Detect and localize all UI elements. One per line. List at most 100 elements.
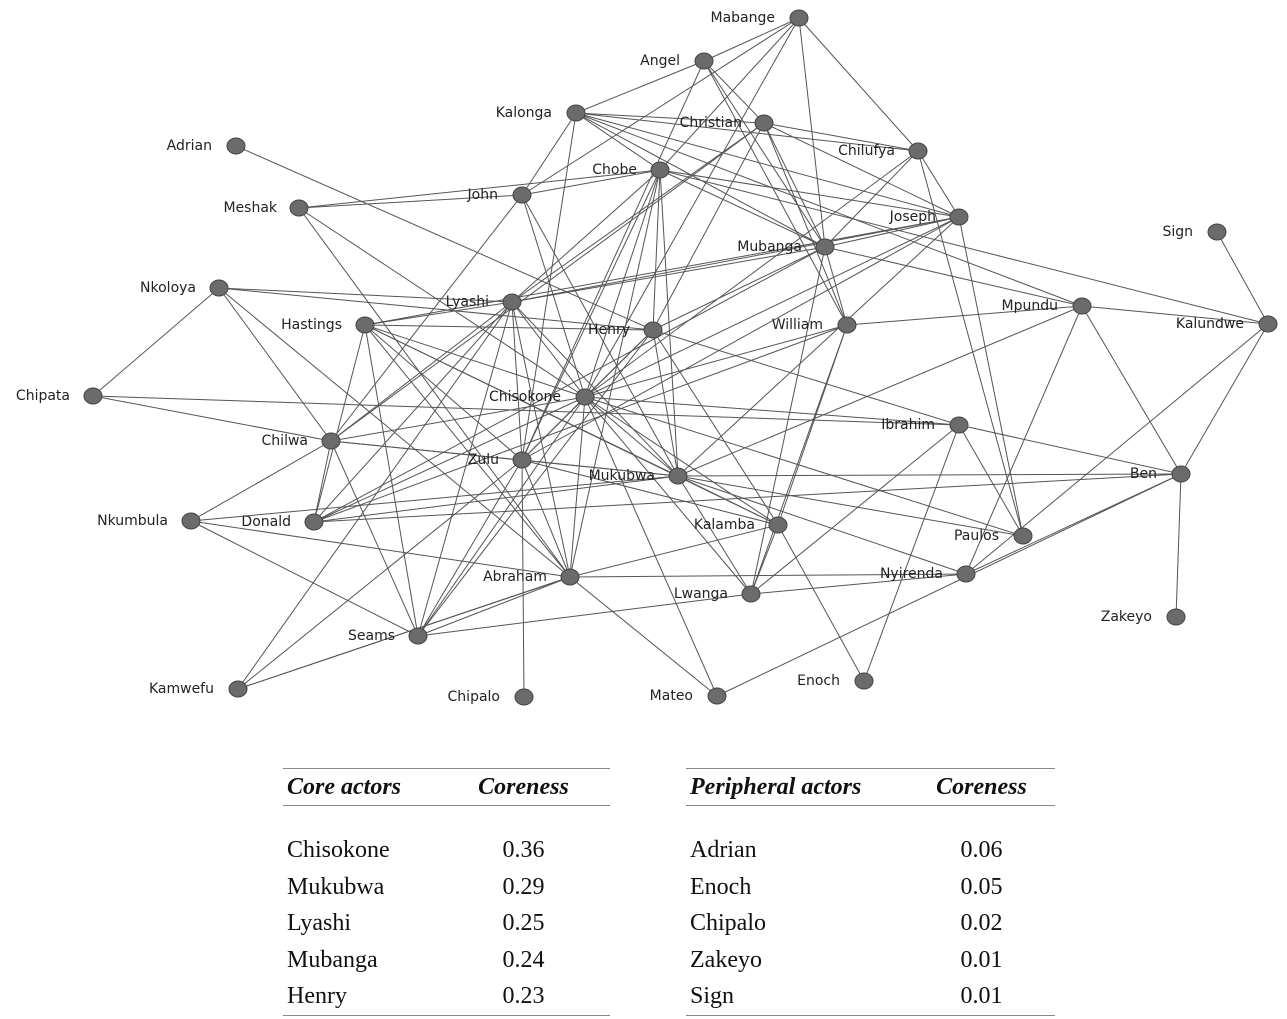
node-marker <box>789 9 809 27</box>
node-label: Chipalo <box>448 689 500 705</box>
edge-christian-lyashi <box>511 122 765 303</box>
node-marker <box>512 451 532 469</box>
coreness-value: 0.36 <box>502 837 545 863</box>
node-marker <box>83 387 103 405</box>
coreness-value: 0.02 <box>960 910 1003 937</box>
network-graph: MabangeAngelKalongaChristianChilufyaAdri… <box>16 9 1278 706</box>
node-label: Mukubwa <box>589 468 655 484</box>
edge-zulu-kalamba <box>521 459 779 526</box>
table-top-rule <box>686 768 1055 769</box>
edge-mubanga-henry <box>652 246 826 331</box>
edge-nkumbula-abraham <box>190 520 571 578</box>
edge-john-mukubwa <box>521 194 679 477</box>
actor-name: Henry <box>287 983 347 1010</box>
edge-ben-donald <box>313 473 1182 523</box>
node-label: Christian <box>680 115 742 131</box>
node-chilufya: Chilufya <box>838 142 928 160</box>
node-label: Chobe <box>592 162 637 178</box>
node-henry: Henry <box>588 321 663 339</box>
edge-chobe-joseph <box>659 169 960 218</box>
table-header-rule <box>283 805 610 806</box>
node-label: Enoch <box>797 673 840 689</box>
node-mabange: Mabange <box>711 9 809 27</box>
edge-angel-william <box>703 60 848 326</box>
edge-kalonga-mpundu <box>575 112 1083 307</box>
edge-kalonga-joseph <box>575 112 960 218</box>
node-mukubwa: Mukubwa <box>589 467 688 485</box>
actor-name: Zakeyo <box>690 946 762 973</box>
node-lyashi: Lyashi <box>446 293 522 311</box>
node-nyirenda: Nyirenda <box>880 565 976 583</box>
actor-name: Sign <box>690 983 735 1010</box>
node-label: Kalonga <box>496 105 552 121</box>
node-label: Nyirenda <box>880 566 943 582</box>
edge-hastings-donald <box>313 324 366 523</box>
node-ben: Ben <box>1130 465 1191 483</box>
node-abraham: Abraham <box>483 568 580 586</box>
node-label: Ibrahim <box>881 417 935 433</box>
edge-zulu-chipalo <box>521 459 525 698</box>
edge-christian-mubanga <box>763 122 826 248</box>
edge-kalonga-chobe <box>575 112 661 171</box>
node-label: Kamwefu <box>149 681 214 697</box>
edge-lyashi-hastings <box>364 301 513 326</box>
node-marker <box>650 161 670 179</box>
edge-william-lwanga <box>750 324 848 595</box>
header-coreness: Coreness <box>936 774 1027 800</box>
edge-mukubwa-ben <box>677 473 1182 477</box>
node-marker <box>754 114 774 132</box>
edge-chilwa-donald <box>313 440 332 523</box>
node-label: Chisokone <box>489 389 561 405</box>
table-header-rule <box>686 805 1055 806</box>
node-marker <box>1013 527 1033 545</box>
node-label: John <box>467 187 498 203</box>
coreness-value: 0.23 <box>502 983 545 1010</box>
edge-mukubwa-donald <box>313 475 679 523</box>
node-label: Donald <box>241 514 291 530</box>
node-label: Nkumbula <box>97 513 168 529</box>
node-sign: Sign <box>1162 223 1227 241</box>
edge-mukubwa-kalamba <box>677 475 779 526</box>
edge-joseph-lyashi <box>511 216 960 303</box>
edge-john-meshak <box>298 194 523 209</box>
node-label: Mpundu <box>1002 298 1058 314</box>
edge-chisokone-kalamba <box>584 396 779 526</box>
edge-chilufya-joseph <box>917 150 960 218</box>
actor-name: Mubanga <box>287 946 378 973</box>
edge-ben-zakeyo <box>1175 473 1182 618</box>
edge-william-chisokone <box>584 324 848 398</box>
node-marker <box>668 467 688 485</box>
node-layer: MabangeAngelKalongaChristianChilufyaAdri… <box>16 9 1278 706</box>
edge-nkumbula-chilwa <box>190 440 332 522</box>
edge-abraham-kalamba <box>569 524 779 578</box>
node-chisokone: Chisokone <box>489 388 595 406</box>
coreness-value: 0.06 <box>960 837 1003 863</box>
edge-nkoloya-chipata <box>92 287 220 397</box>
node-label: Kalamba <box>694 517 755 533</box>
edge-mubanga-mpundu <box>824 246 1083 307</box>
node-marker <box>1207 223 1227 241</box>
node-john: John <box>467 186 532 204</box>
node-label: Nkoloya <box>140 280 196 296</box>
edge-joseph-mubanga <box>824 216 960 248</box>
node-nkumbula: Nkumbula <box>97 512 201 530</box>
node-kamwefu: Kamwefu <box>149 680 248 698</box>
header-core-actors: Core actors <box>287 774 401 800</box>
node-marker <box>228 680 248 698</box>
edge-mabange-chisokone <box>584 17 800 398</box>
actor-name: Mukubwa <box>287 873 385 900</box>
coreness-value: 0.24 <box>502 946 545 973</box>
edge-abraham-mateo <box>569 576 718 697</box>
node-marker <box>321 432 341 450</box>
node-label: Lyashi <box>446 294 489 310</box>
edge-lwanga-nyirenda <box>750 573 967 595</box>
edge-chisokone-paulos <box>584 396 1024 537</box>
node-label: Mateo <box>650 688 693 704</box>
edge-kamwefu-abraham <box>237 576 571 690</box>
edge-chisokone-mateo <box>584 396 718 697</box>
